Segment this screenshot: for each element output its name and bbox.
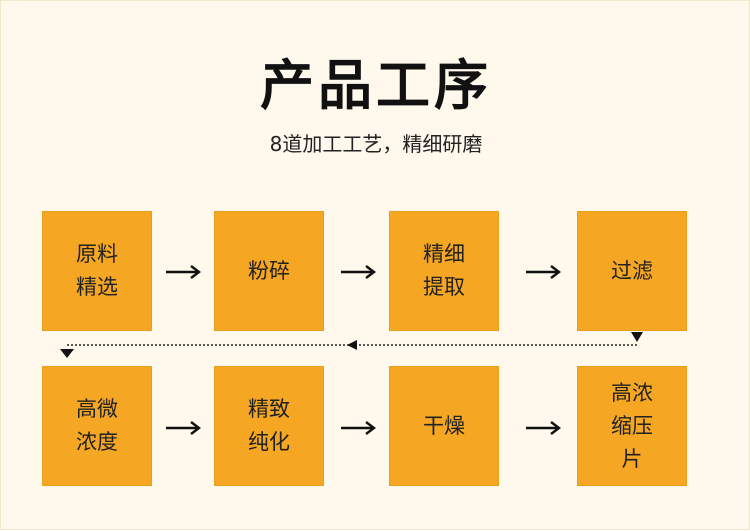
right-arrow-icon [166,421,201,435]
left-arrow-icon [347,340,357,350]
step-label-1: 原料精选 [76,242,118,299]
step-label-4: 过滤 [611,258,653,283]
page-subtitle: 8道加工工艺，精细研磨 [269,132,483,156]
step-box-4: 过滤 [577,211,687,331]
page-title: 产品工序 [260,53,492,117]
step-box-7: 干燥 [389,366,499,486]
step-label-5: 高微浓度 [76,397,118,454]
right-arrow-icon [166,265,201,279]
step-box-1: 原料精选 [42,211,152,331]
right-arrow-icon [526,421,561,435]
right-arrow-icon [341,265,376,279]
step-box-2: 粉碎 [214,211,324,331]
down-arrow-icon [60,349,74,358]
step-label-3: 精细提取 [423,242,465,299]
step-box-5: 高微浓度 [42,366,152,486]
step-box-6: 精致纯化 [214,366,324,486]
down-arrow-icon [631,332,643,342]
step-label-2: 粉碎 [248,258,290,283]
step-box-3: 精细提取 [389,211,499,331]
right-arrow-icon [526,265,561,279]
step-box-8: 高浓缩压片 [577,366,687,486]
step-label-7: 干燥 [423,413,465,438]
step-label-6: 精致纯化 [248,397,290,454]
right-arrow-icon [341,421,376,435]
step-label-8: 高浓缩压片 [611,380,653,471]
